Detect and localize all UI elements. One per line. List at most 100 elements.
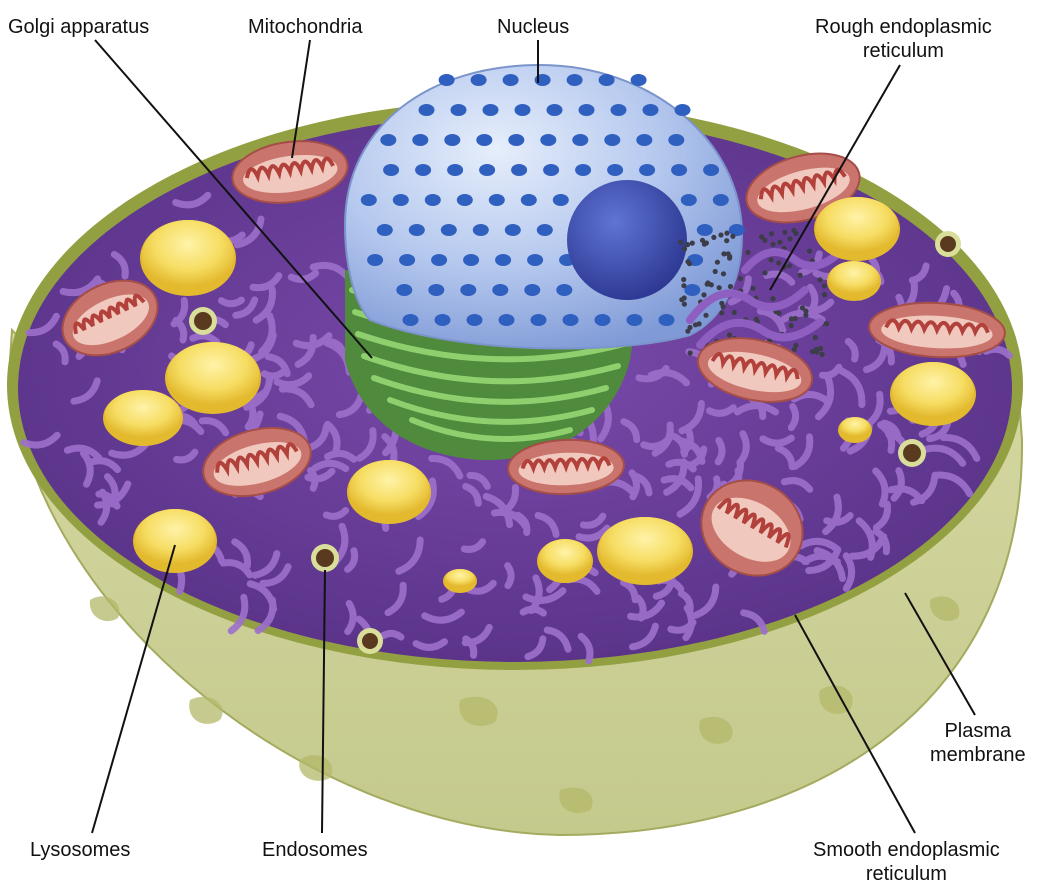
ribosome: [711, 234, 717, 240]
ribosome: [776, 260, 782, 266]
ribosome: [696, 321, 702, 327]
mitochondrion: [231, 140, 349, 204]
er-fold: [620, 579, 639, 604]
er-fold: [651, 421, 674, 457]
nuclear-pore: [598, 74, 615, 86]
ribosome: [750, 285, 756, 291]
er-fold: [232, 296, 259, 319]
er-fold: [863, 344, 889, 374]
nuclear-pore: [392, 194, 409, 206]
er-fold: [797, 537, 841, 553]
er-fold: [264, 353, 291, 378]
er-fold: [460, 538, 487, 553]
nuclear-pore: [674, 104, 691, 116]
er-fold: [94, 480, 132, 509]
er-fold: [931, 471, 974, 498]
nuclear-pore: [412, 134, 429, 146]
ribosome: [719, 310, 725, 316]
er-fold: [631, 472, 653, 497]
nuclear-pore: [408, 224, 425, 236]
nuclear-pore: [479, 164, 496, 176]
label-plasma-line1: Plasma: [944, 720, 1012, 742]
leader-lysosomes: [91, 544, 176, 834]
ribosome: [685, 259, 691, 265]
nuclear-pore: [466, 314, 483, 326]
ribosome: [768, 231, 775, 237]
er-fold: [278, 385, 315, 409]
er-fold: [172, 191, 212, 209]
er-fold: [635, 365, 670, 383]
er-fold: [324, 449, 358, 463]
ribosome: [770, 241, 776, 247]
lysosome: [140, 220, 236, 296]
label-endosomes: Endosomes: [262, 839, 368, 861]
nuclear-pore: [696, 224, 713, 236]
er-fold: [787, 403, 800, 432]
ribosome: [701, 292, 707, 298]
ribosome: [776, 310, 782, 316]
ribosome: [812, 334, 818, 341]
label-plasma-membrane: Plasma membrane: [930, 719, 1026, 767]
nuclear-pore: [511, 164, 528, 176]
nuclear-pore: [530, 314, 547, 326]
nuclear-pore: [434, 314, 451, 326]
endosomes-group: [189, 231, 961, 654]
nuclear-pore: [636, 134, 653, 146]
er-fold: [692, 583, 720, 619]
er-fold: [384, 581, 407, 617]
er-fold: [842, 552, 856, 592]
er-fold: [227, 593, 249, 635]
nuclear-pore: [527, 254, 544, 266]
er-fold: [756, 307, 787, 334]
er-fold: [108, 440, 150, 459]
nuclear-pore: [376, 224, 393, 236]
er-fold: [311, 459, 350, 473]
leader-plasma-membrane: [904, 592, 976, 716]
nucleus: [343, 63, 745, 350]
ribosome: [716, 285, 722, 291]
ribosome: [718, 232, 724, 238]
ribosome: [803, 312, 809, 318]
ribosome: [681, 283, 687, 289]
ribosome: [681, 276, 687, 283]
er-fold: [791, 433, 814, 470]
label-rough-er: Rough endoplasmic reticulum: [815, 15, 992, 63]
endosome: [898, 439, 926, 467]
nuclear-pore: [610, 104, 627, 116]
ribosome: [791, 346, 797, 352]
nuclear-pore: [418, 104, 435, 116]
nuclear-pore: [482, 104, 499, 116]
ribosome: [762, 270, 768, 276]
endosome: [311, 544, 339, 572]
nuclear-pore: [472, 224, 489, 236]
mitochondrion: [61, 279, 159, 357]
ribosome: [726, 332, 733, 338]
nuclear-pore: [552, 194, 569, 206]
nuclear-pore: [536, 224, 553, 236]
nuclear-pore: [431, 254, 448, 266]
nuclear-pore: [444, 134, 461, 146]
er-fold: [627, 599, 666, 621]
nuclear-pore: [668, 134, 685, 146]
ribosome: [724, 230, 730, 236]
lysosomes-group: [103, 197, 976, 593]
nuclear-pore: [456, 194, 473, 206]
er-fold: [252, 285, 276, 324]
er-fold: [543, 626, 572, 653]
nuclear-pore: [728, 224, 745, 236]
er-fold: [628, 622, 659, 651]
ribosome: [721, 251, 727, 257]
nuclear-pore: [476, 134, 493, 146]
ribosome: [720, 271, 727, 277]
ribosome: [819, 351, 825, 357]
leader-smooth-er: [794, 614, 916, 834]
nuclear-pore: [383, 164, 400, 176]
leader-rough-er: [769, 64, 901, 291]
er-fold: [322, 507, 350, 520]
leader-golgi: [94, 39, 373, 359]
ribosome: [712, 268, 718, 275]
er-fold: [579, 512, 607, 529]
nuclear-pore: [680, 194, 697, 206]
ribosome: [782, 229, 788, 235]
